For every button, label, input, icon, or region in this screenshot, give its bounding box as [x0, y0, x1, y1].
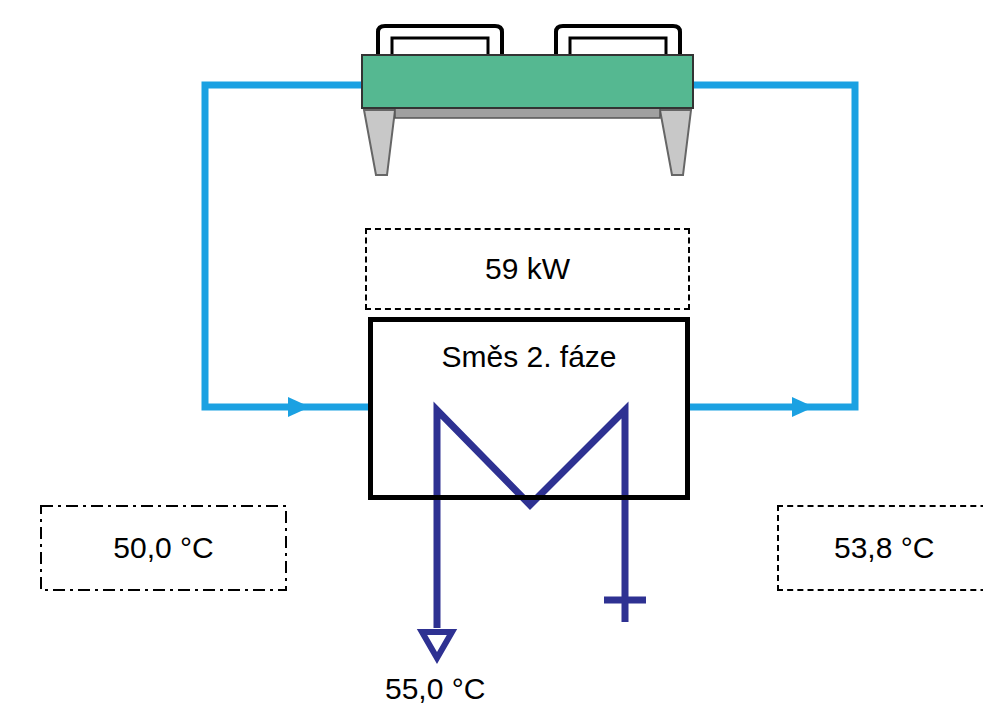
- fan: [378, 26, 502, 55]
- pipe-left: [205, 85, 368, 407]
- fan: [570, 38, 666, 55]
- cooler-leg: [660, 110, 691, 175]
- heating-coil: [437, 410, 625, 628]
- pipe-right: [690, 85, 855, 407]
- fan: [392, 38, 488, 55]
- flow-arrow: [288, 397, 310, 417]
- mixer-box: Směs 2. fáze: [368, 317, 690, 500]
- node-text: 53,8 °C: [834, 531, 934, 566]
- fan: [556, 26, 680, 55]
- temperature-label: 55,0 °C: [383, 672, 487, 707]
- node-text: 50,0 °C: [113, 531, 213, 566]
- value-box: 59 kW: [365, 228, 690, 310]
- value-box: 50,0 °C: [40, 505, 287, 591]
- inlet-mark: [604, 597, 646, 604]
- cooler-leg: [364, 110, 395, 175]
- node-text: Směs 2. fáze: [441, 340, 616, 375]
- value-box: 53,8 °C: [777, 505, 983, 591]
- node-text: 59 kW: [485, 252, 570, 287]
- cooler-base: [395, 108, 660, 118]
- flow-arrow: [792, 397, 814, 417]
- outlet-arrow: [422, 632, 452, 658]
- cooler-body: [362, 55, 693, 108]
